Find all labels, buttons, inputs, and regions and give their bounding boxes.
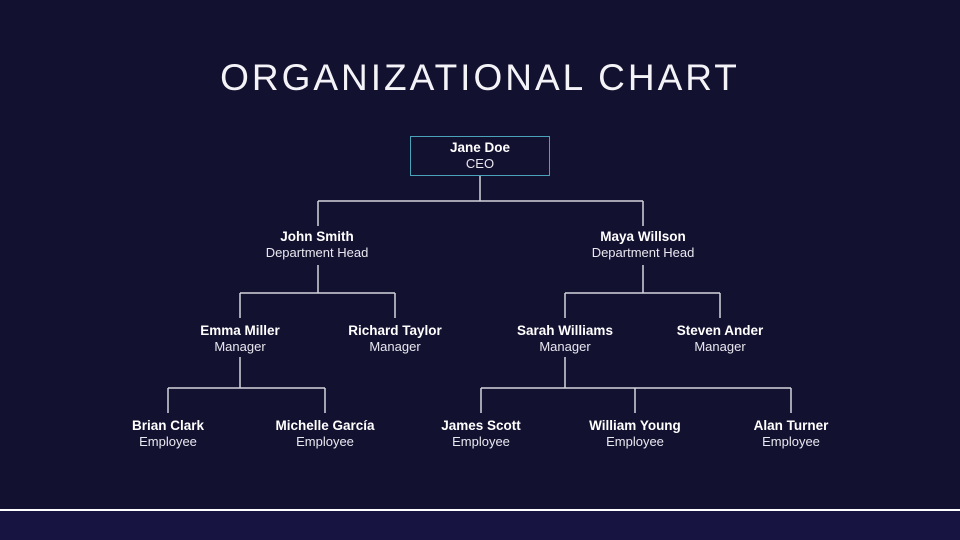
node-name: James Scott bbox=[441, 418, 521, 433]
footer-strip bbox=[0, 511, 960, 540]
node-role: Department Head bbox=[591, 245, 695, 260]
node-role: Employee bbox=[762, 434, 820, 449]
node-name: John Smith bbox=[280, 229, 354, 244]
node-role: Department Head bbox=[265, 245, 369, 260]
org-node-michelle-garcia: Michelle García Employee bbox=[245, 418, 405, 450]
node-name: Richard Taylor bbox=[348, 323, 442, 338]
node-role: Employee bbox=[296, 434, 354, 449]
node-name: Jane Doe bbox=[449, 140, 511, 155]
org-node-jane-doe: Jane Doe CEO bbox=[410, 136, 550, 176]
node-name: Alan Turner bbox=[753, 418, 829, 433]
org-node-emma-miller: Emma Miller Manager bbox=[160, 323, 320, 355]
node-role: Manager bbox=[214, 339, 266, 354]
node-role: Employee bbox=[452, 434, 510, 449]
node-role: Manager bbox=[694, 339, 746, 354]
org-node-maya-willson: Maya Willson Department Head bbox=[563, 229, 723, 261]
node-role: Manager bbox=[539, 339, 591, 354]
org-node-alan-turner: Alan Turner Employee bbox=[711, 418, 871, 450]
org-node-william-young: William Young Employee bbox=[555, 418, 715, 450]
node-role: Manager bbox=[369, 339, 421, 354]
org-node-sarah-williams: Sarah Williams Manager bbox=[485, 323, 645, 355]
node-role: CEO bbox=[465, 156, 495, 171]
node-name: Michelle García bbox=[275, 418, 375, 433]
node-role: Employee bbox=[606, 434, 664, 449]
node-name: William Young bbox=[589, 418, 681, 433]
node-role: Employee bbox=[139, 434, 197, 449]
org-node-james-scott: James Scott Employee bbox=[401, 418, 561, 450]
org-node-john-smith: John Smith Department Head bbox=[237, 229, 397, 261]
node-name: Emma Miller bbox=[200, 323, 280, 338]
node-name: Brian Clark bbox=[131, 418, 205, 433]
org-node-brian-clark: Brian Clark Employee bbox=[88, 418, 248, 450]
slide-title: ORGANIZATIONAL CHART bbox=[220, 57, 740, 98]
org-node-richard-taylor: Richard Taylor Manager bbox=[315, 323, 475, 355]
org-node-steven-ander: Steven Ander Manager bbox=[640, 323, 800, 355]
node-name: Steven Ander bbox=[676, 323, 764, 338]
node-name: Sarah Williams bbox=[517, 323, 613, 338]
footer-divider-line bbox=[0, 509, 960, 511]
node-name: Maya Willson bbox=[600, 229, 686, 244]
connector-path bbox=[167, 176, 792, 413]
